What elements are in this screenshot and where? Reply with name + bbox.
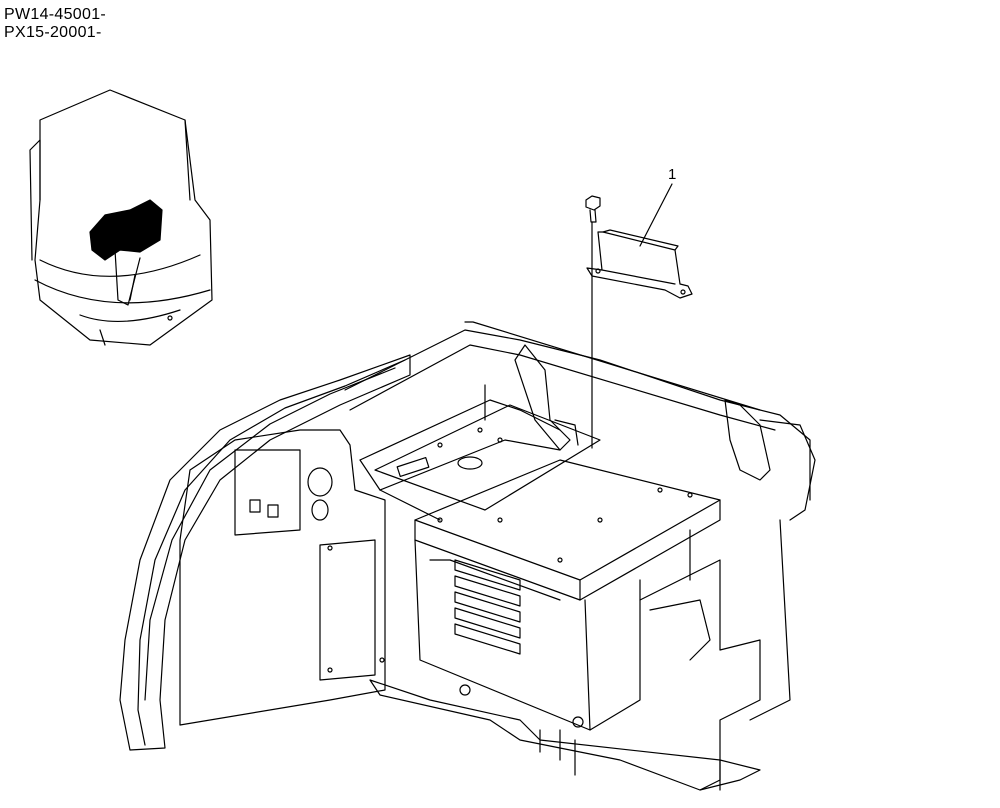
machine-frame-drawing: [120, 322, 815, 790]
machine-locator-icon: [30, 90, 212, 345]
serial-number-1: PW14-45001-: [4, 6, 107, 23]
mounting-bracket-icon: [587, 184, 692, 298]
bolt-icon: [586, 196, 600, 448]
serial-number-2: PX15-20001-: [4, 24, 102, 41]
serial-number-block: PW14-45001- PX15-20001-: [4, 6, 106, 42]
locator-highlight-area: [90, 200, 162, 260]
callout-label-1: 1: [668, 166, 677, 183]
